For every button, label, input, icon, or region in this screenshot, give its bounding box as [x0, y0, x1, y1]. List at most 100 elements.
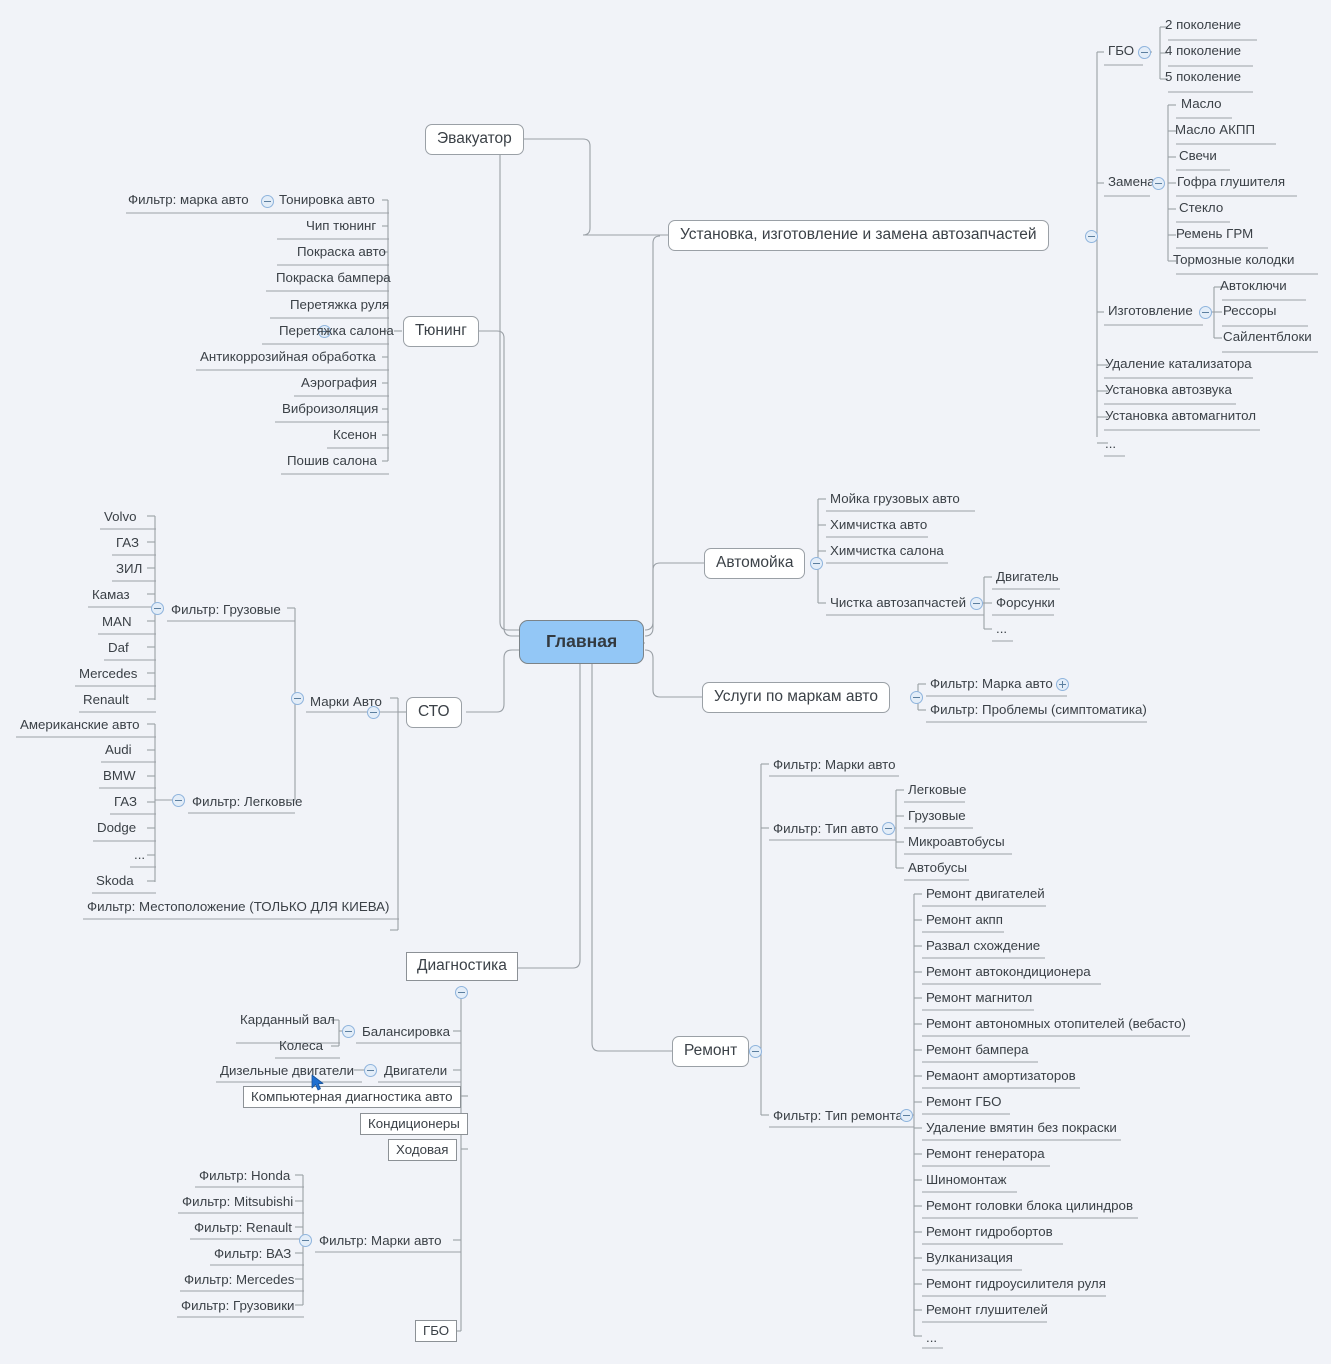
node-chassis[interactable]: Ходовая: [388, 1139, 457, 1162]
leaf-repairtype-1[interactable]: Ремонт акпп: [926, 912, 1003, 927]
leaf-truck-0[interactable]: Volvo: [104, 509, 137, 524]
toggle-truck-filter[interactable]: [151, 602, 164, 615]
node-truck-filter[interactable]: Фильтр: Грузовые: [171, 602, 281, 617]
leaf-install-3[interactable]: ...: [1105, 436, 1117, 451]
leaf-cleaning-1[interactable]: Форсунки: [996, 595, 1055, 610]
leaf-tuning-1[interactable]: Чип тюнинг: [306, 218, 377, 233]
leaf-tuning-6[interactable]: Антикоррозийная обработка: [200, 349, 376, 364]
toggle-marki-avto[interactable]: [291, 692, 304, 705]
toggle-cleaning[interactable]: [970, 597, 983, 610]
toggle-brand-filter-plus[interactable]: [1056, 678, 1069, 691]
leaf-car-5[interactable]: ...: [134, 847, 146, 862]
branch-repair[interactable]: Ремонт: [672, 1036, 750, 1067]
node-marki-avto[interactable]: Марки Авто: [310, 694, 382, 709]
leaf-zamena-4[interactable]: Стекло: [1179, 200, 1224, 215]
leaf-repairtype-12[interactable]: Ремонт головки блока цилиндров: [926, 1198, 1134, 1213]
toggle-carwash[interactable]: [810, 557, 823, 570]
leaf-brand-services-1[interactable]: Фильтр: Проблемы (симптоматика): [930, 702, 1147, 717]
leaf-car-4[interactable]: Dodge: [97, 820, 137, 835]
leaf-zamena-0[interactable]: Масло: [1181, 96, 1222, 111]
branch-diagnostics[interactable]: Диагностика: [406, 952, 518, 981]
node-car-filter[interactable]: Фильтр: Легковые: [192, 794, 303, 809]
leaf-balance-0[interactable]: Карданный вал: [240, 1012, 335, 1027]
leaf-zamena-2[interactable]: Свечи: [1179, 148, 1217, 163]
leaf-repairtype-6[interactable]: Ремонт бампера: [926, 1042, 1029, 1057]
toggle-balance[interactable]: [342, 1025, 355, 1038]
toggle-tuning[interactable]: [318, 325, 331, 338]
toggle-repair[interactable]: [749, 1045, 762, 1058]
leaf-tuning-7[interactable]: Аэрография: [301, 375, 377, 390]
node-zamena[interactable]: Замена: [1108, 174, 1155, 189]
branch-tuning[interactable]: Тюнинг: [403, 316, 479, 347]
node-cleaning[interactable]: Чистка автозапчастей: [830, 595, 967, 610]
branch-evacuator[interactable]: Эвакуатор: [425, 124, 524, 155]
node-diag-brand-filter[interactable]: Фильтр: Марки авто: [319, 1233, 442, 1248]
leaf-truck-3[interactable]: Камаз: [92, 587, 130, 602]
leaf-auto-type-0[interactable]: Легковые: [908, 782, 967, 797]
leaf-tuning-5[interactable]: Перетяжка салона: [279, 323, 394, 338]
leaf-install-2[interactable]: Установка автомагнитол: [1105, 408, 1257, 423]
toggle-diagnostics[interactable]: [455, 986, 468, 999]
leaf-tuning-10[interactable]: Пошив салона: [287, 453, 377, 468]
toggle-gbo[interactable]: [1138, 46, 1151, 59]
node-computer-diagnostics[interactable]: Компьютерная диагностика авто: [243, 1086, 461, 1109]
leaf-car-1[interactable]: Audi: [105, 742, 132, 757]
leaf-tuning-0[interactable]: Тонировка авто: [279, 192, 375, 207]
leaf-car-3[interactable]: ГАЗ: [114, 794, 138, 809]
leaf-repairtype-15[interactable]: Ремонт гидроусилителя руля: [926, 1276, 1106, 1291]
toggle-tuning-filter[interactable]: [261, 195, 274, 208]
leaf-cleaning-2[interactable]: ...: [996, 621, 1008, 636]
node-diag-gbo[interactable]: ГБО: [415, 1320, 458, 1343]
leaf-diag-brand-3[interactable]: Фильтр: ВАЗ: [214, 1246, 292, 1261]
toggle-install[interactable]: [1085, 230, 1098, 243]
leaf-repairtype-2[interactable]: Развал схождение: [926, 938, 1041, 953]
leaf-repairtype-4[interactable]: Ремонт магнитол: [926, 990, 1033, 1005]
leaf-tuning-3[interactable]: Покраска бампера: [276, 270, 391, 285]
node-izgotovlenie[interactable]: Изготовление: [1108, 303, 1193, 318]
leaf-repairtype-14[interactable]: Вулканизация: [926, 1250, 1013, 1265]
leaf-repairtype-9[interactable]: Удаление вмятин без покраски: [926, 1120, 1117, 1135]
leaf-truck-1[interactable]: ГАЗ: [116, 535, 140, 550]
toggle-diag-brand-filter[interactable]: [299, 1234, 312, 1247]
leaf-repairtype-7[interactable]: Ремаонт амортизаторов: [926, 1068, 1076, 1083]
leaf-tuning-9[interactable]: Ксенон: [333, 427, 377, 442]
root-node[interactable]: Главная: [519, 620, 645, 664]
leaf-gbo-gen2[interactable]: 2 поколение: [1165, 17, 1242, 32]
leaf-repairtype-13[interactable]: Ремонт гидробортов: [926, 1224, 1053, 1239]
leaf-balance-1[interactable]: Колеса: [279, 1038, 324, 1053]
leaf-truck-2[interactable]: ЗИЛ: [116, 561, 143, 576]
toggle-repair-type-auto[interactable]: [882, 822, 895, 835]
leaf-izg-0[interactable]: Автоключи: [1220, 278, 1287, 293]
toggle-car-filter[interactable]: [172, 794, 185, 807]
leaf-install-0[interactable]: Удаление катализатора: [1105, 356, 1252, 371]
leaf-repairtype-11[interactable]: Шиномонтаж: [926, 1172, 1007, 1187]
leaf-truck-5[interactable]: Daf: [108, 640, 129, 655]
leaf-diag-brand-4[interactable]: Фильтр: Mercedes: [184, 1272, 295, 1287]
leaf-brand-services-0[interactable]: Фильтр: Марка авто: [930, 676, 1053, 691]
leaf-diag-brand-1[interactable]: Фильтр: Mitsubishi: [182, 1194, 294, 1209]
leaf-tuning-4[interactable]: Перетяжка руля: [290, 297, 390, 312]
node-air-conditioners[interactable]: Кондиционеры: [360, 1113, 468, 1136]
leaf-zamena-3[interactable]: Гофра глушителя: [1177, 174, 1286, 189]
node-repair-type-auto[interactable]: Фильтр: Тип авто: [773, 821, 879, 836]
leaf-repair-brand-filter[interactable]: Фильтр: Марки авто: [773, 757, 896, 772]
node-engines[interactable]: Двигатели: [384, 1063, 448, 1078]
leaf-car-6[interactable]: Skoda: [96, 873, 134, 888]
toggle-brand-services[interactable]: [910, 691, 923, 704]
leaf-repairtype-17[interactable]: ...: [926, 1330, 938, 1345]
leaf-repairtype-10[interactable]: Ремонт генератора: [926, 1146, 1045, 1161]
leaf-repairtype-3[interactable]: Ремонт автокондиционера: [926, 964, 1091, 979]
node-gbo[interactable]: ГБО: [1108, 43, 1135, 58]
leaf-truck-4[interactable]: MAN: [102, 614, 132, 629]
leaf-gbo-gen5[interactable]: 5 поколение: [1165, 69, 1242, 84]
leaf-carwash-2[interactable]: Химчистка салона: [830, 543, 944, 558]
leaf-repairtype-0[interactable]: Ремонт двигателей: [926, 886, 1045, 901]
leaf-carwash-1[interactable]: Химчистка авто: [830, 517, 928, 532]
branch-install[interactable]: Установка, изготовление и замена автозап…: [668, 220, 1049, 251]
leaf-truck-6[interactable]: Mercedes: [79, 666, 138, 681]
leaf-tuning-filter[interactable]: Фильтр: марка авто: [128, 192, 249, 207]
toggle-repair-type-filter[interactable]: [900, 1109, 913, 1122]
toggle-engines[interactable]: [364, 1064, 377, 1077]
leaf-gbo-gen4[interactable]: 4 поколение: [1165, 43, 1242, 58]
branch-brand-services[interactable]: Услуги по маркам авто: [702, 682, 890, 713]
